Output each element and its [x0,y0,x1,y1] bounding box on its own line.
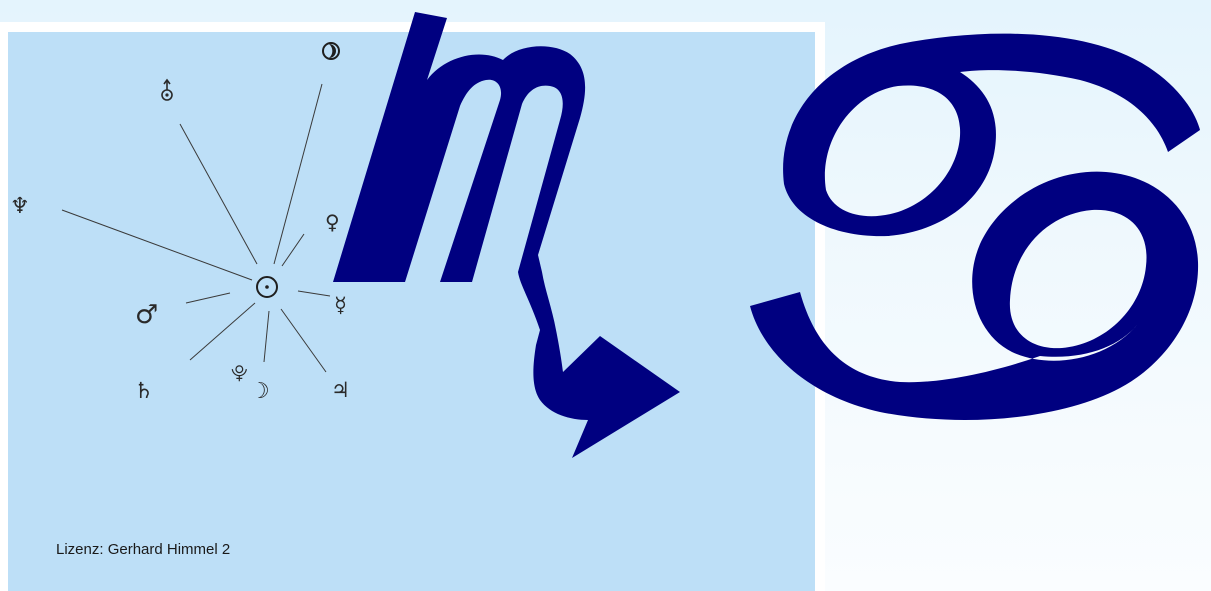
ray-moon-top [273,83,323,265]
moon-crescent-icon: ☽ [250,379,270,404]
saturn-icon: ♄ [134,379,154,404]
uranus-icon [161,78,173,101]
license-text: Lizenz: Gerhard Himmel 2 [56,541,231,558]
ray-saturn [189,302,256,361]
moon-icon [322,42,340,60]
ray-jupiter [280,308,327,373]
ray-pluto [263,310,270,363]
ray-mars [185,292,231,304]
mars-icon: ♂ [135,300,158,330]
mercury-icon: ☿ [334,293,347,317]
venus-icon: ♀ [325,210,340,234]
jupiter-icon: ♃ [331,378,350,402]
pluto-icon: ⯓ [231,364,248,384]
neptune-icon: ♆ [10,194,30,219]
planet-diagram [61,83,331,373]
ray-venus [281,233,305,267]
ray-neptune [61,209,253,281]
cancer-icon [750,33,1200,420]
ray-mercury [297,290,331,297]
sun-icon [256,276,278,298]
scorpio-icon [333,12,680,458]
ray-uranus [179,123,258,265]
